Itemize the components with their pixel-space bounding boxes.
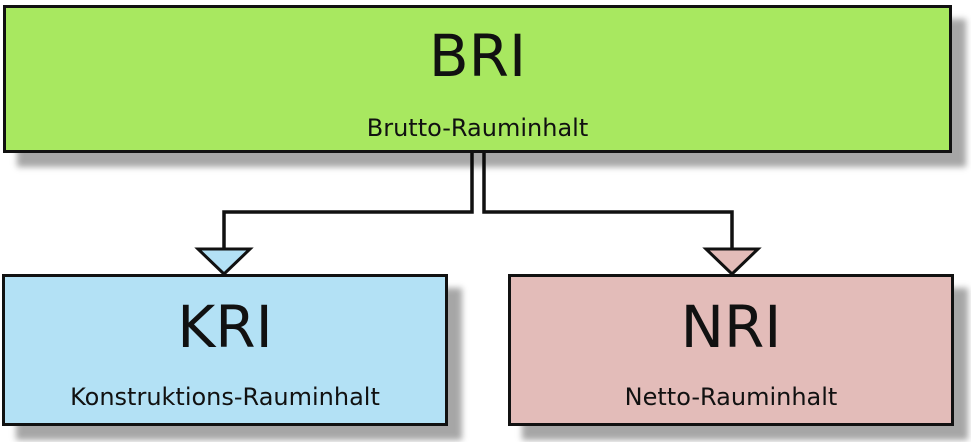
- nri-box: NRI Netto-Rauminhalt: [508, 274, 954, 426]
- bri-label: Brutto-Rauminhalt: [366, 114, 589, 142]
- nri-abbreviation: NRI: [680, 293, 782, 361]
- kri-label: Konstruktions-Rauminhalt: [70, 383, 380, 411]
- bri-box: BRI Brutto-Rauminhalt: [3, 5, 952, 153]
- arrowhead-nri: [702, 247, 762, 277]
- edge-bri-nri: [482, 152, 734, 250]
- arrowhead-kri: [194, 247, 254, 277]
- edge-bri-kri: [222, 152, 474, 250]
- nri-label: Netto-Rauminhalt: [624, 383, 838, 411]
- kri-box: KRI Konstruktions-Rauminhalt: [2, 274, 448, 426]
- bri-abbreviation: BRI: [428, 22, 527, 90]
- kri-abbreviation: KRI: [177, 293, 273, 361]
